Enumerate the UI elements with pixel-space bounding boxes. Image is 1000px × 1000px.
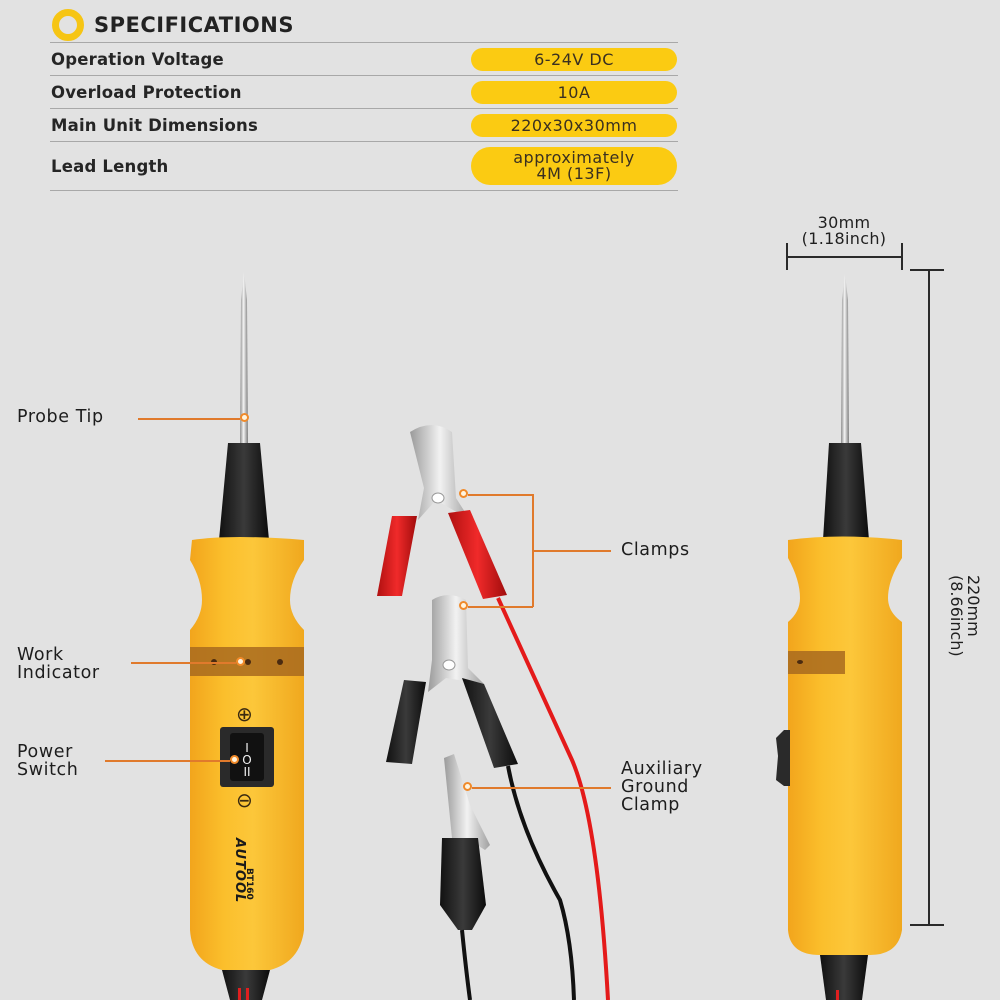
marker-dot-icon [463,782,472,791]
spec-label: Main Unit Dimensions [51,115,258,135]
callout-auxiliary-ground-clamp: Auxiliary Ground Clamp [621,760,703,814]
callout-line: Ground [621,777,689,797]
callout-power-switch: Power Switch [17,743,78,779]
marker-dot-icon [459,601,468,610]
leader-line [472,787,611,789]
callout-line: Work [17,645,64,665]
height-mm: 220mm [964,575,983,637]
leader-line [138,418,240,420]
height-dimension-line [928,269,930,925]
spec-row-lead-length: Lead Length approximately 4M (13F) [50,142,678,191]
spec-row-overload-protection: Overload Protection 10A [50,76,678,109]
callout-line: Power [17,742,73,762]
plus-symbol: ⊕ [236,702,253,726]
specifications-title: SPECIFICATIONS [94,13,294,37]
spec-label: Operation Voltage [51,49,224,69]
leader-line [105,760,230,762]
dimension-tick [910,924,944,926]
height-inch: (8.66inch) [947,575,966,657]
callout-line: Clamp [621,795,680,815]
height-dimension-label: 220mm (8.66inch) [920,575,1000,657]
callout-probe-tip: Probe Tip [17,407,104,427]
callout-line: Auxiliary [621,759,703,779]
dimension-tick [901,243,903,270]
width-mm: 30mm [817,213,871,232]
leader-line [468,606,533,608]
model-label: BT160 [244,868,254,900]
spec-value: 10A [471,80,677,104]
callout-line: Switch [17,760,79,780]
dimension-tick [910,269,944,271]
spec-value-line1: approximately [513,148,635,167]
marker-dot-icon [230,755,239,764]
spec-label: Lead Length [51,156,169,176]
width-inch: (1.18inch) [801,229,887,248]
dimension-tick [786,243,788,270]
spec-label: Overload Protection [51,82,242,102]
marker-dot-icon [240,413,249,422]
leader-line [533,550,611,552]
spec-row-main-unit-dimensions: Main Unit Dimensions 220x30x30mm [50,109,678,142]
bracket-line [532,494,534,607]
callout-line: Indicator [17,663,100,683]
leader-line [468,494,533,496]
ring-icon [52,9,84,41]
callout-work-indicator: Work Indicator [17,646,100,682]
width-dimension-label: 30mm (1.18inch) [786,215,902,247]
spec-value: 220x30x30mm [471,113,677,137]
width-dimension-line [786,256,902,258]
marker-dot-icon [236,657,245,666]
spec-value: approximately 4M (13F) [471,147,677,185]
specifications-header: SPECIFICATIONS [52,8,294,42]
spec-value-line2: 4M (13F) [536,164,612,183]
spec-row-operation-voltage: Operation Voltage 6-24V DC [50,43,678,76]
marker-dot-icon [459,489,468,498]
callout-clamps: Clamps [621,540,690,560]
spec-value: 6-24V DC [471,47,677,71]
leader-line [131,662,236,664]
specifications-table: Operation Voltage 6-24V DC Overload Prot… [50,42,678,191]
minus-symbol: ⊖ [236,788,253,812]
